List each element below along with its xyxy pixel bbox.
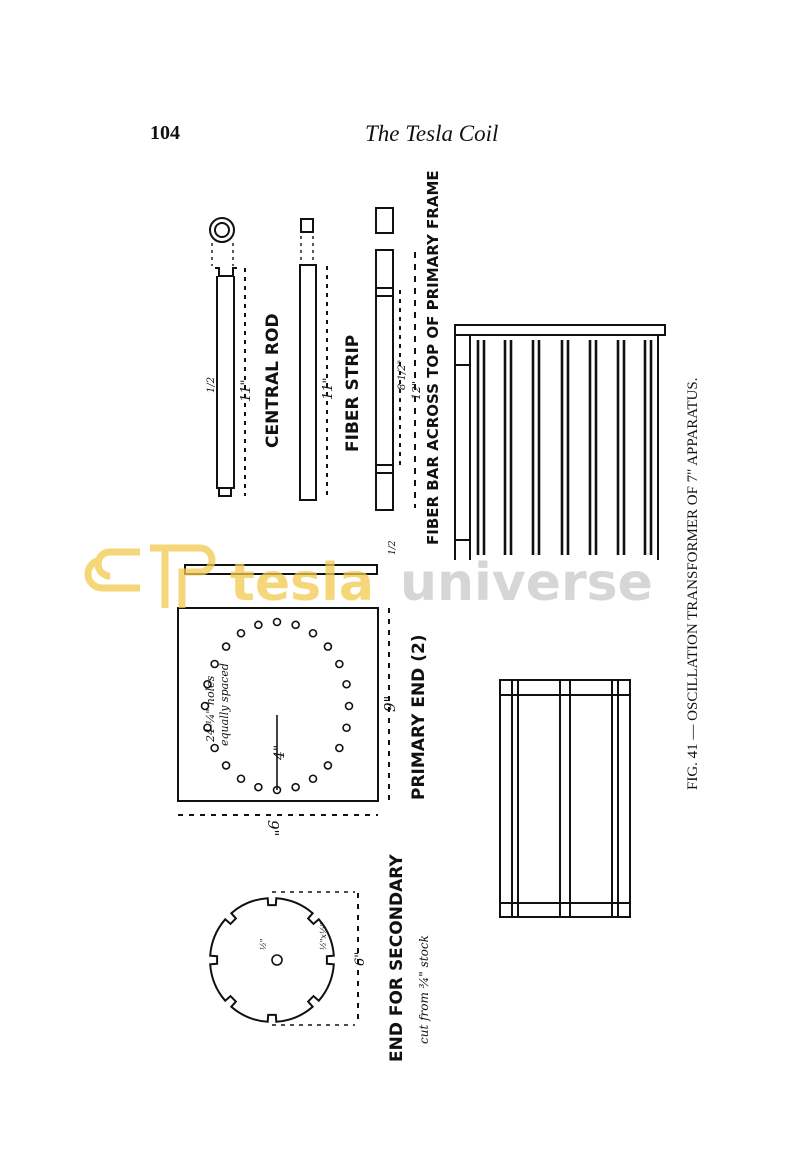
watermark-text-1: tesla bbox=[230, 553, 374, 613]
secondary-end-label: END FOR SECONDARY bbox=[387, 854, 407, 1062]
watermark-text-2: universe bbox=[400, 553, 653, 613]
hole bbox=[221, 642, 231, 651]
hole bbox=[210, 743, 219, 753]
hole bbox=[342, 723, 351, 733]
central-rod-length: 11" bbox=[239, 379, 254, 402]
hole bbox=[210, 659, 219, 669]
figure-caption: FIG. 41 — OSCILLATION TRANSFORMER OF 7" … bbox=[685, 378, 701, 790]
hole bbox=[272, 785, 282, 795]
hole bbox=[272, 617, 282, 627]
hole bbox=[254, 620, 263, 630]
primary-end-radius: 4" bbox=[272, 745, 288, 761]
fiber-bar-inner: 8 1/2" bbox=[397, 360, 408, 390]
primary-frame-drawing bbox=[454, 324, 666, 560]
fiber-strip-drawing bbox=[299, 218, 328, 501]
secondary-frame-drawing bbox=[499, 679, 631, 918]
hole bbox=[200, 701, 210, 711]
hole bbox=[254, 782, 263, 792]
primary-end-drawing bbox=[177, 607, 390, 816]
hole bbox=[221, 761, 231, 770]
hole bbox=[323, 761, 333, 770]
fiber-bar-drawing bbox=[375, 207, 416, 511]
holes-note-2: equally spaced bbox=[218, 663, 231, 746]
hole bbox=[291, 620, 300, 630]
fiber-bar-label: FIBER BAR ACROSS TOP OF PRIMARY FRAME bbox=[424, 170, 442, 545]
primary-end-width: 9" bbox=[381, 696, 399, 712]
fiber-bar-outer: 12" bbox=[410, 381, 423, 400]
secondary-end-outline bbox=[209, 897, 335, 1023]
page-number: 104 bbox=[150, 122, 180, 144]
strip-dimension: 1/2 bbox=[388, 540, 398, 555]
central-rod-drawing bbox=[209, 217, 246, 497]
secondary-end-drawing bbox=[209, 891, 359, 1026]
central-rod-diameter: 1/2 bbox=[206, 377, 217, 393]
primary-end-label: PRIMARY END (2) bbox=[409, 634, 429, 800]
fiber-strip-length: 11" bbox=[321, 377, 336, 400]
primary-end-height: 9" bbox=[264, 820, 282, 836]
hole bbox=[335, 743, 344, 753]
fiber-strip-label: FIBER STRIP bbox=[343, 335, 363, 452]
hole bbox=[203, 723, 212, 733]
secondary-end-diameter: 6" bbox=[353, 952, 368, 966]
hole bbox=[236, 628, 246, 638]
hole bbox=[308, 774, 318, 784]
hole bbox=[291, 782, 300, 792]
secondary-end-center-hole: ½" bbox=[259, 939, 268, 950]
hole bbox=[342, 679, 351, 689]
hole bbox=[236, 774, 246, 784]
running-title: The Tesla Coil bbox=[365, 121, 499, 146]
hole bbox=[335, 659, 344, 669]
hole bbox=[323, 642, 333, 651]
hole bbox=[308, 628, 318, 638]
secondary-end-sublabel: cut from ¾" stock bbox=[417, 935, 431, 1044]
central-rod-label: CENTRAL ROD bbox=[263, 313, 283, 448]
secondary-end-notch: ½"x½" bbox=[319, 923, 328, 950]
watermark-logo: tesla universe bbox=[84, 544, 653, 613]
hole bbox=[203, 679, 212, 689]
hole bbox=[344, 701, 354, 711]
holes-note: 24-¼" holes bbox=[204, 675, 217, 743]
